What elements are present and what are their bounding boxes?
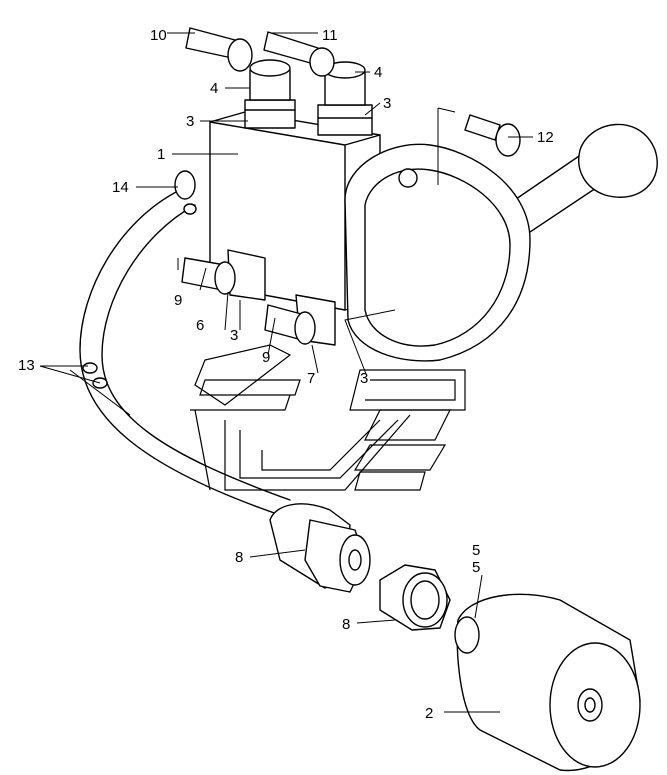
hose-fitting: [269, 503, 371, 593]
callout-10: 12: [537, 129, 554, 146]
callout-3-top-right: 3: [383, 95, 391, 112]
callout-1: 1: [157, 146, 165, 163]
seal-ring: [454, 616, 480, 654]
callout-5-left: 6: [196, 317, 204, 334]
hose-end-fitting: [174, 170, 197, 215]
callout-6: 8: [235, 549, 243, 566]
callout-2: 2: [425, 705, 433, 722]
callout-12: 14: [112, 179, 129, 196]
callout-3-top-left: 3: [186, 113, 194, 130]
callout-5-right: 7: [307, 370, 315, 387]
callout-14: 5: [472, 559, 480, 576]
bleed-nipple-left: [185, 27, 253, 72]
leader-lines: [39, 32, 533, 713]
bottom-fitting-left: [181, 249, 266, 301]
bleed-nipple-right: [263, 31, 335, 77]
callout-3-bottom-right: 3: [360, 370, 368, 387]
callout-4-left: 4: [210, 80, 218, 97]
callout-3-bottom-left: 3: [230, 327, 238, 344]
valve-body: [209, 111, 531, 362]
callouts: 10 11 4 4 3 3 1 12 14 9 6 3 9 13 7 3 8 8…: [18, 27, 554, 722]
watermark-logo: [190, 344, 466, 491]
callout-8-right: 9: [262, 349, 270, 366]
callout-9-right: 11: [322, 27, 338, 44]
callout-9-left: 10: [150, 27, 167, 44]
callout-7: 8: [342, 616, 350, 633]
callout-4-right: 4: [374, 64, 382, 81]
lever-knob: [578, 123, 658, 198]
hose-marker-upper: [82, 362, 98, 374]
screw: [437, 107, 521, 185]
union-nut: [379, 564, 451, 631]
bottom-fitting-right: [264, 294, 336, 346]
callout-11: 13: [18, 357, 35, 374]
reservoir-cap: [454, 593, 641, 772]
top-fitting-right: [317, 61, 373, 136]
callout-8-left: 9: [174, 292, 182, 309]
top-fitting-left: [244, 59, 296, 129]
callout-13: 5: [472, 542, 480, 559]
